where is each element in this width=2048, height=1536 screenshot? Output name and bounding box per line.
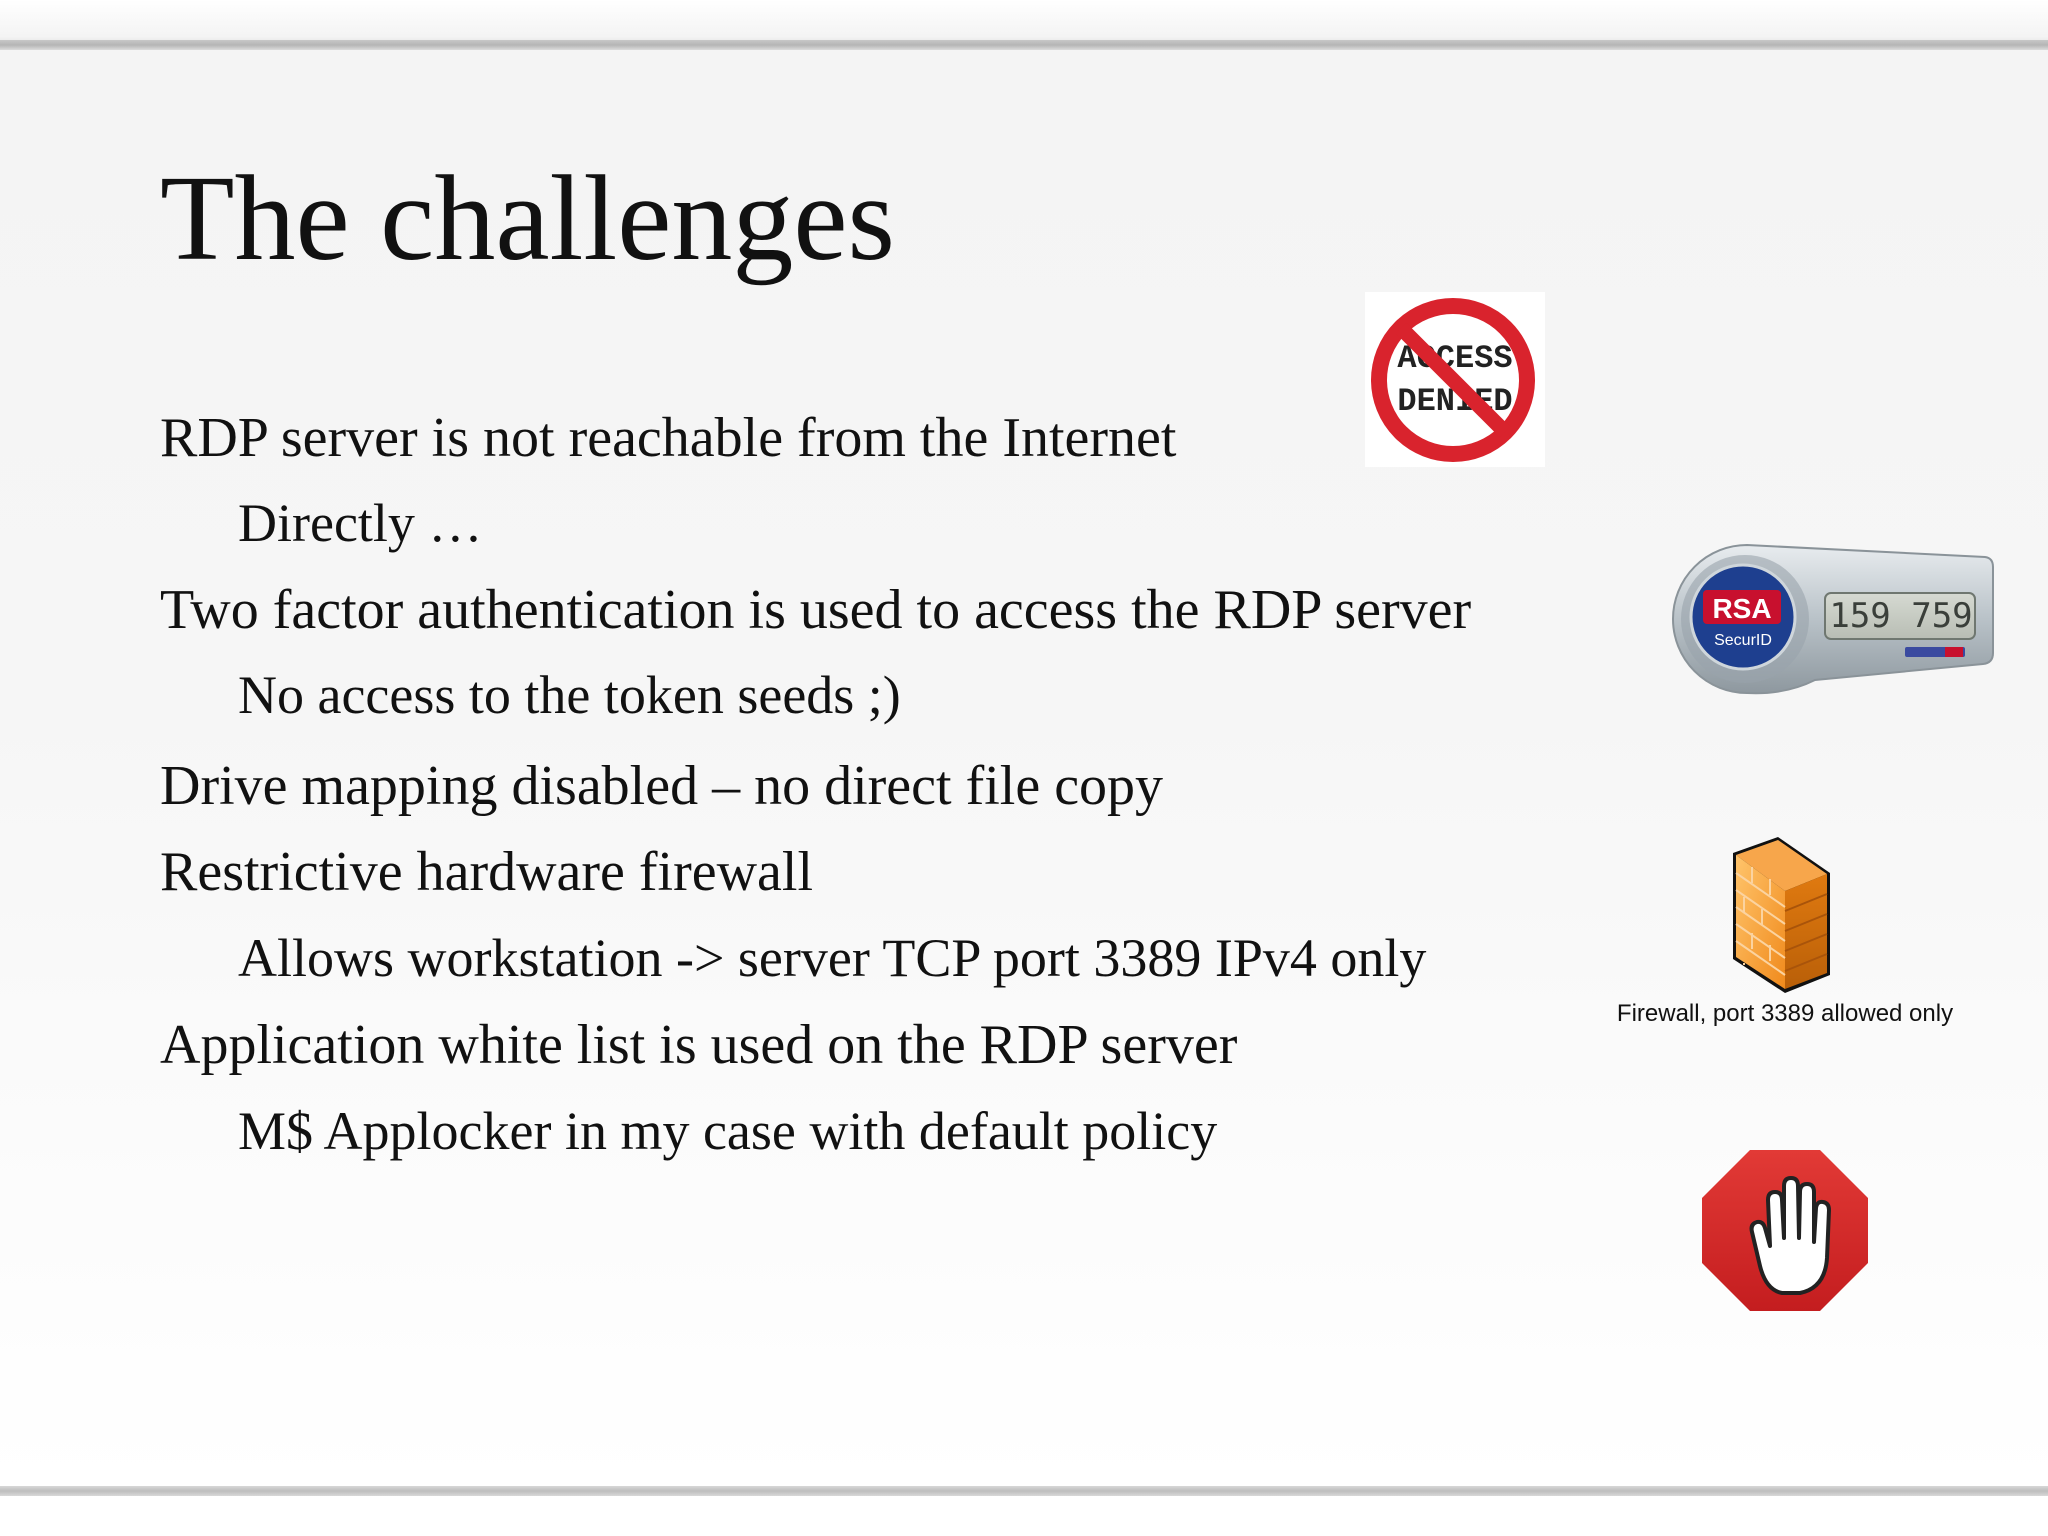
rsa-brand: RSA xyxy=(1712,593,1771,624)
bottom-divider xyxy=(0,1486,2048,1496)
bullet-item: RDP server is not reachable from the Int… xyxy=(160,407,1177,469)
rsa-securid-token-icon: RSA SecurID 159 759 xyxy=(1665,535,1995,700)
top-divider xyxy=(0,40,2048,50)
firewall-caption: Firewall, port 3389 allowed only xyxy=(1616,1000,1954,1027)
bullet-item: Restrictive hardware firewall xyxy=(160,841,814,903)
firewall-brick-icon xyxy=(1730,835,1835,995)
sub-bullet-item: Allows workstation -> server TCP port 33… xyxy=(238,928,1427,988)
sub-bullet-item: Directly … xyxy=(238,493,483,553)
sub-bullet-item: No access to the token seeds ;) xyxy=(238,665,901,725)
bullet-item: Drive mapping disabled – no direct file … xyxy=(160,755,1164,817)
bottom-band xyxy=(0,1496,2048,1536)
access-denied-icon: ACCESS DENIED xyxy=(1365,292,1545,467)
bullet-item: Application white list is used on the RD… xyxy=(160,1014,1238,1076)
bullet-item: Two factor authentication is used to acc… xyxy=(160,579,1472,641)
rsa-product: SecurID xyxy=(1714,632,1772,649)
token-display: 159 759 xyxy=(1829,596,1972,636)
stop-hand-icon xyxy=(1700,1148,1870,1313)
slide-title: The challenges xyxy=(160,151,896,286)
sub-bullet-item: M$ Applocker in my case with default pol… xyxy=(238,1101,1218,1161)
